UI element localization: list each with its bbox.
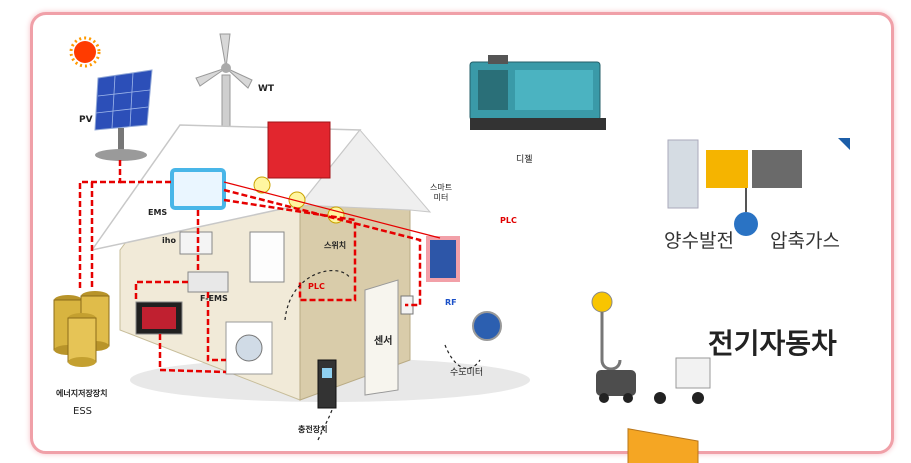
sensor-label: 센서 (374, 336, 393, 347)
pv-panel-icon (94, 69, 153, 161)
switch-label: 스위치 (324, 241, 347, 250)
electric-vehicle-icon (591, 291, 711, 463)
diesel-generator-icon (469, 55, 606, 130)
fems-label: F-EMS (200, 294, 228, 303)
wind-turbine-icon (195, 33, 253, 136)
pumped-hydro-label: 양수발전 (664, 230, 734, 252)
diesel-label: 디젤 (516, 155, 533, 165)
pumped-hydro-compressed-gas-icon (664, 138, 850, 236)
sun-icon (74, 41, 96, 63)
water-meter-icon (472, 311, 502, 341)
compressed-gas-label: 압축가스 (770, 230, 840, 252)
smart-meter-label: 스마트 미터 (430, 183, 453, 202)
plc-label-right: PLC (500, 216, 517, 225)
ems-device-icon (170, 168, 226, 210)
plc-label-center: PLC (308, 282, 325, 291)
iho-label: iho (162, 236, 176, 245)
water-meter-label: 수도미터 (450, 368, 484, 378)
aircon-icon (249, 231, 285, 283)
charger-icon (317, 359, 337, 409)
wt-label: WT (258, 84, 275, 94)
rf-label: RF (445, 298, 457, 307)
charger-label: 충전장치 (298, 425, 328, 434)
ess-battery-icon (53, 291, 110, 367)
chimney (267, 121, 331, 179)
iho-device-icon (179, 231, 213, 255)
smart-meter-icon (426, 236, 460, 282)
ess-korean-label: 에너지저장장치 (56, 389, 108, 398)
fems-device-icon (187, 271, 229, 293)
power-wiring (78, 160, 422, 374)
pv-label: PV (79, 115, 93, 125)
ev-label: 전기자동차 (708, 327, 837, 360)
ess-label: ESS (73, 406, 93, 417)
ems-label: EMS (148, 208, 168, 217)
